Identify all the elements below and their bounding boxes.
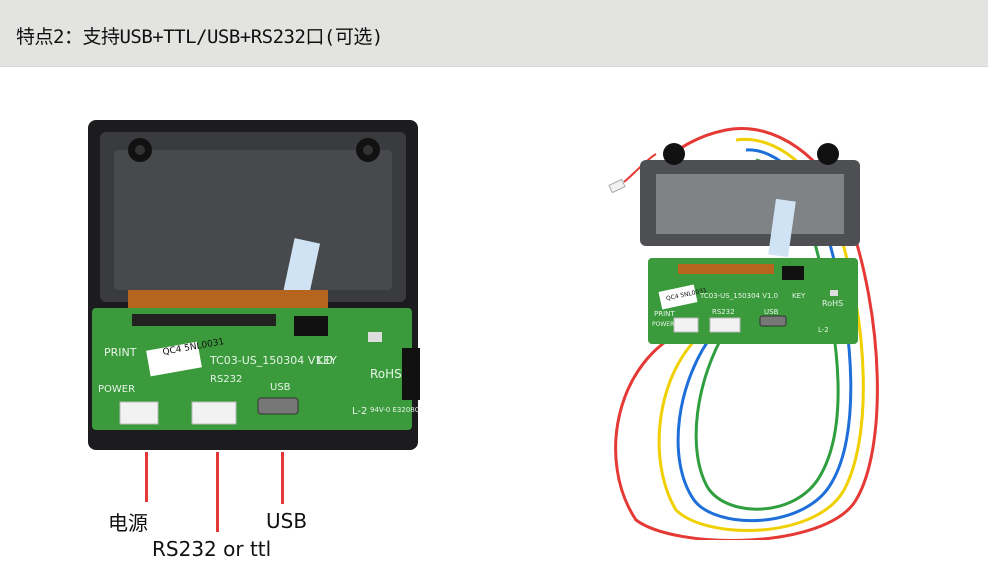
right-pcb-model-text: TC03-US_150304 V1.0: [699, 292, 778, 300]
header-bar: 特点2：支持USB+TTL/USB+RS232口(可选): [0, 0, 988, 67]
left-pcb-print-text: PRINT: [104, 346, 137, 359]
page-title: 特点2：支持USB+TTL/USB+RS232口(可选): [16, 26, 383, 48]
right-pcb-print-text: PRINT: [654, 310, 675, 318]
left-pcb-usb-text: USB: [270, 382, 291, 393]
power-callout-line: [145, 452, 148, 502]
right-printer-photo: PRINT QC4 5NL0031 TC03-US_150304 V1.0 KE…: [596, 120, 896, 540]
power-label: 电源: [108, 511, 148, 535]
right-printer-illustration: PRINT QC4 5NL0031 TC03-US_150304 V1.0 KE…: [608, 127, 879, 540]
serial-label: RS232 or ttl: [152, 537, 272, 561]
left-pcb-rs232-text: RS232: [210, 374, 242, 385]
right-pcb-usb-text: USB: [764, 308, 779, 316]
serial-callout-line: [216, 452, 219, 532]
left-pcb-power-text: POWER: [98, 384, 135, 395]
right-pcb-rohs-text: RoHS: [822, 299, 843, 308]
left-pcb-model-text: TC03-US_150304 V1.0: [209, 354, 333, 367]
usb-callout-line: [281, 452, 284, 504]
right-pcb-rs232-text: RS232: [712, 308, 735, 316]
right-pcb-cert-text: L-2: [818, 326, 829, 334]
left-pcb-cert-text: L-2: [352, 406, 367, 417]
left-pcb-cert-code-text: 94V-0 E320803: [370, 406, 424, 414]
usb-label: USB: [266, 509, 308, 533]
left-printer-illustration: PRINT QC4 5NL0031 TC03-US_150304 V1.0 KE…: [88, 120, 424, 450]
right-pcb-key-text: KEY: [792, 292, 806, 300]
left-printer-photo: PRINT QC4 5NL0031 TC03-US_150304 V1.0 KE…: [80, 110, 430, 460]
left-pcb-key-text: KEY: [316, 354, 337, 367]
right-pcb-power-text: POWER: [652, 321, 674, 328]
left-pcb-rohs-text: RoHS: [370, 367, 402, 381]
